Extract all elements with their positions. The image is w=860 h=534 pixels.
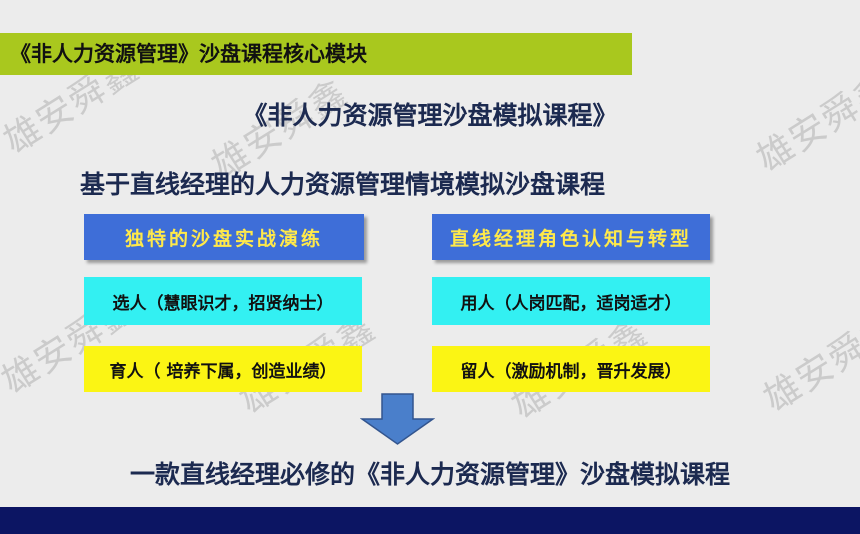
feature-box-sandbox-practice: 独特的沙盘实战演练 [84,214,364,260]
course-title: 《非人力资源管理沙盘模拟课程》 [242,101,618,130]
header-bar: 《非人力资源管理》沙盘课程核心模块 [0,33,632,75]
footer-bar [0,507,860,534]
watermark: 雄安舜鑫 [756,305,860,421]
module-box-selection: 选人（慧眼识才，招贤纳士） [84,277,362,325]
module-box-development: 育人（ 培养下属，创造业绩） [84,346,362,392]
header-title: 《非人力资源管理》沙盘课程核心模块 [10,42,367,66]
feature-box-role-cognition: 直线经理角色认知与转型 [432,214,710,260]
down-arrow-icon [360,393,435,445]
module-box-retention: 留人（激励机制，晋升发展） [432,346,710,392]
subtitle: 基于直线经理的人力资源管理情境模拟沙盘课程 [80,170,606,199]
module-box-employment: 用人（人岗匹配，适岗适才） [432,277,710,325]
tagline: 一款直线经理必修的《非人力资源管理》沙盘模拟课程 [129,460,730,489]
